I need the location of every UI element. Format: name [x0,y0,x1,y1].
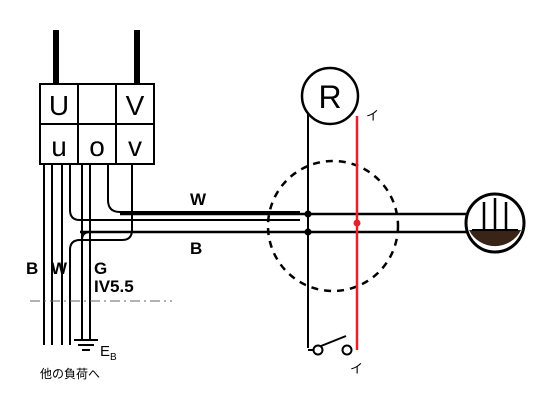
earth-label: EB [100,343,117,363]
dashed-boundary-circle [266,159,400,293]
earth-subscript: B [110,352,117,363]
transformer-secondary: u o v [39,123,155,165]
label-G-cable: G [94,259,107,278]
terminal-o: o [89,131,105,162]
lamp-letter: R [318,79,341,115]
main-feeders [80,212,470,234]
lamp-R: R [300,66,360,126]
junction-dot-lower [304,228,312,236]
label-W-cable: W [51,259,68,278]
terminal-v: v [128,131,142,162]
red-junction-dot [353,219,361,227]
terminal-U: U [49,90,69,121]
secondary-wiring [43,164,300,345]
terminal-V: V [126,90,145,121]
label-B-wire: B [190,239,202,258]
terminal-u: u [51,131,67,162]
load-receptacle [464,192,526,254]
lamp-mark: イ [366,108,379,123]
label-cable-type: IV5.5 [94,277,134,296]
switch-mark: イ [350,361,363,376]
other-load-label: 他の負荷へ [40,367,100,381]
junction-dot-upper [304,210,312,218]
transformer-primary: U V [39,83,155,125]
label-W-wire: W [190,190,207,209]
switch-symbol [308,335,353,356]
label-B-cable: B [26,259,38,278]
earth-symbol [74,339,98,351]
